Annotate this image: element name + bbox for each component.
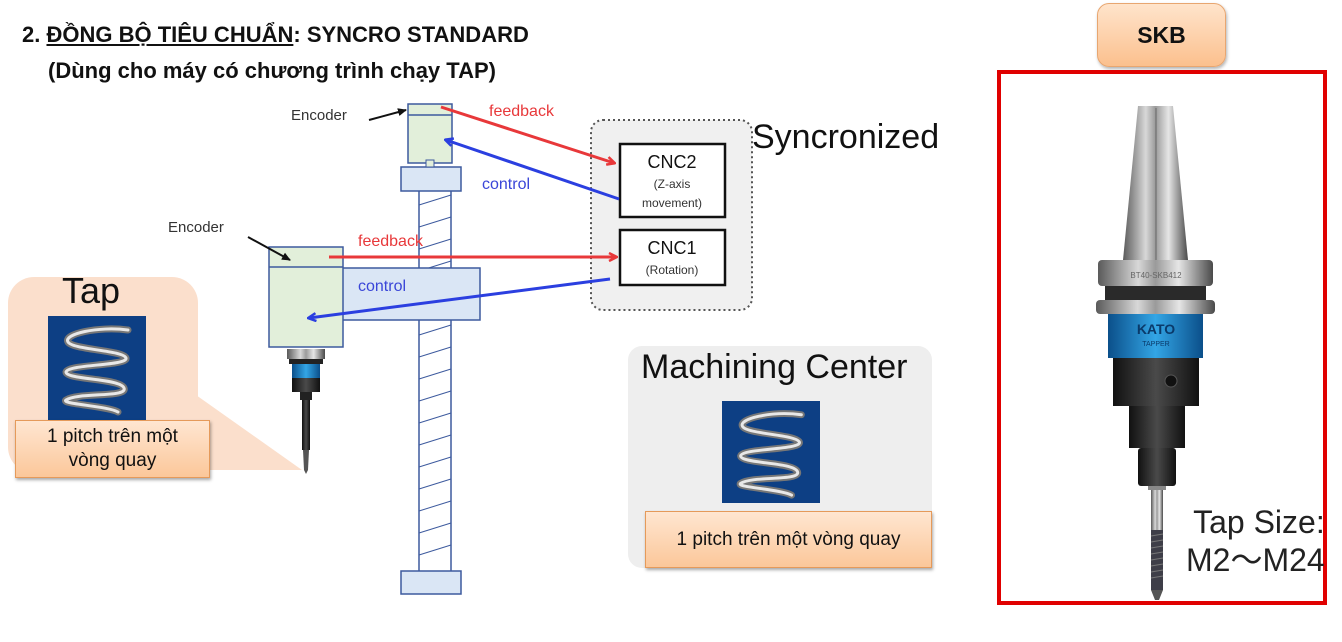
encoder-label-top: Encoder — [291, 107, 347, 124]
tap-title: Tap — [62, 270, 121, 311]
cnc2-title: CNC2 — [647, 152, 696, 172]
holder-flange — [1098, 260, 1213, 286]
section-title-underlined: ĐỒNG BỘ TIÊU CHUẨN — [46, 22, 294, 47]
skb-tool-holder-image: BT40-SKB412 KATO TAPPER — [1096, 106, 1215, 600]
cnc1-line1: (Rotation) — [646, 263, 699, 277]
skb-label: SKB — [1137, 21, 1186, 48]
lead-screw — [418, 189, 452, 573]
encoder-pointer-bottom — [247, 236, 291, 261]
spindle-motor — [268, 246, 344, 348]
cnc2-line1: (Z-axis — [654, 177, 691, 191]
machining-center-caption: 1 pitch trên một vòng quay — [676, 528, 901, 550]
tap-thread — [1151, 530, 1163, 590]
bottom-base-block — [400, 570, 462, 595]
tap-caption-box: 1 pitch trên một vòng quay — [15, 420, 210, 478]
skb-product-frame: BT40-SKB412 KATO TAPPER — [997, 70, 1327, 605]
feedback-arrow-top — [440, 105, 614, 163]
cnc2-line2: movement) — [642, 196, 702, 210]
callout-pointer — [196, 395, 302, 470]
tool-holder-small — [287, 349, 325, 474]
machining-center-caption-box: 1 pitch trên một vòng quay — [645, 511, 932, 568]
machining-center-title: Machining Center — [641, 348, 908, 386]
tap-shank — [1151, 490, 1163, 530]
feedback-label-top: feedback — [489, 103, 555, 120]
cnc1-box — [618, 228, 727, 287]
holder-body — [1113, 358, 1199, 406]
encoder-pointer-top — [368, 108, 407, 121]
section-title-rest: : SYNCRO STANDARD — [293, 22, 529, 47]
section-number: 2. — [22, 22, 41, 47]
kato-blue-ring — [1108, 314, 1203, 358]
control-arrow-bottom — [309, 277, 611, 318]
tap-size-label: Tap Size: — [1193, 504, 1325, 540]
syncronized-label: Syncronized — [752, 118, 940, 156]
cnc2-box — [618, 142, 727, 219]
tap-size-range: M2〜M24 — [1186, 542, 1325, 578]
z-axis-motor — [407, 103, 453, 168]
control-label-bottom: control — [358, 278, 406, 295]
tap-size-info: Tap Size: M2〜M24 — [1186, 503, 1325, 579]
section-subtitle: (Dùng cho máy có chương trình chạy TAP) — [48, 58, 496, 83]
section-title: 2. ĐỒNG BỘ TIÊU CHUẨN: SYNCRO STANDARD — [22, 22, 529, 48]
spring-coil-icon — [48, 316, 146, 420]
brand-sub: TAPPER — [1142, 341, 1170, 348]
spring-coil-icon — [722, 401, 820, 503]
encoder-label-bottom: Encoder — [168, 219, 224, 236]
control-label-top: control — [482, 176, 530, 193]
control-arrow-top — [446, 140, 620, 201]
holder-marking: BT40-SKB412 — [1130, 271, 1182, 280]
brand-logo: KATO — [1137, 321, 1175, 337]
cnc1-title: CNC1 — [647, 238, 696, 258]
tap-caption-line1: 1 pitch trên một — [47, 426, 178, 447]
top-bearing-block — [400, 166, 462, 192]
skb-label-button: SKB — [1097, 3, 1226, 67]
feedback-label-bottom: feedback — [358, 233, 424, 250]
tap-caption-line2: vòng quay — [68, 450, 157, 471]
